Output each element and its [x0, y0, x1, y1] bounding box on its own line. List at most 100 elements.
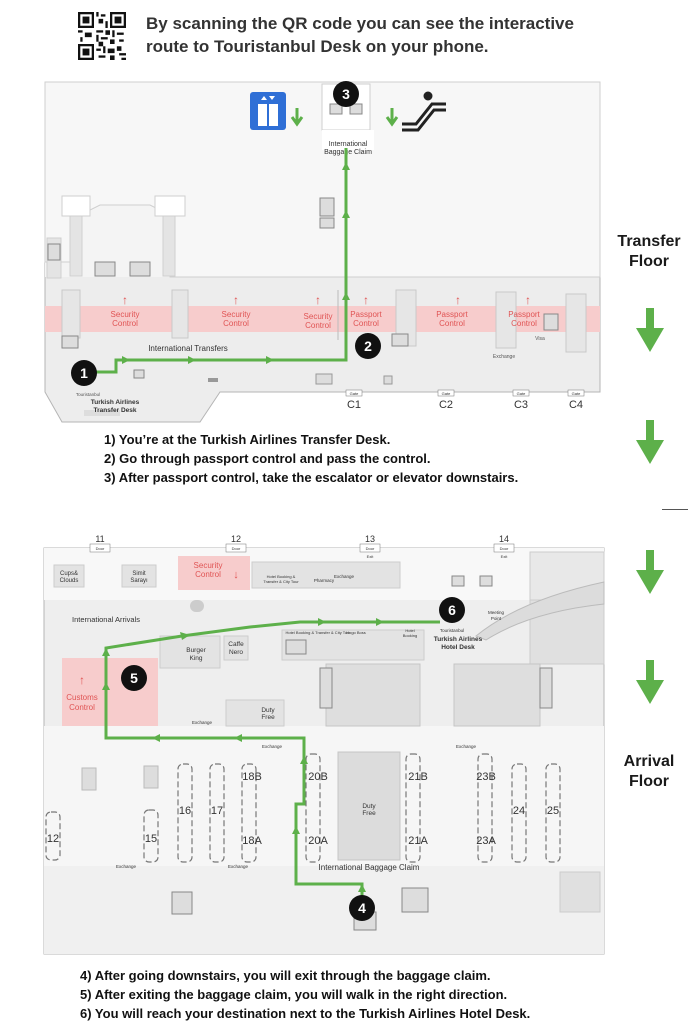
step-4: 4) After going downstairs, you will exit…	[80, 968, 491, 983]
carousel-18a: 18A	[242, 835, 262, 847]
baggage-claim-label-b: Baggage Claim	[324, 149, 372, 156]
step-5: 5) After exiting the baggage claim, you …	[80, 987, 508, 1002]
transfer-desk-label-b: Transfer Desk	[94, 407, 137, 414]
security-label-3b: Control	[305, 321, 331, 330]
door-14-exit: Exit	[501, 554, 509, 559]
exchange-label-1: Exchange	[192, 720, 213, 725]
touristanbul-small-label: Touristanbul	[76, 392, 100, 397]
large-down-arrow-icon-3	[636, 550, 664, 594]
transfer-desk-label: Turkish Airlines	[91, 399, 140, 406]
down-arrow-icon	[290, 108, 304, 127]
door-13: 13	[365, 534, 375, 544]
arrival-floor-label: Arrival Floor	[604, 752, 688, 792]
arrival-floor-label-2: Floor	[629, 773, 669, 790]
carousel-20a: 20A	[308, 835, 328, 847]
carousel-18b: 18B	[242, 771, 262, 783]
hotel-booking-3-label-b: Booking	[403, 633, 417, 638]
cups-clouds-label: Cups&	[60, 571, 78, 577]
gate-c1-word: Gate	[350, 391, 359, 396]
door-14: 14	[499, 534, 509, 544]
passport-label-3b: Control	[511, 319, 537, 328]
intro-line-1: By scanning the QR code you can see the …	[146, 14, 574, 33]
simit-label: Simit	[132, 571, 146, 577]
transfer-floor-map: ↑ Security Control ↑ Security Control ↑ …	[44, 81, 601, 423]
international-arrivals-label: International Arrivals	[72, 615, 140, 624]
carousel-25: 25	[547, 805, 559, 817]
large-down-arrow-icon-4	[636, 660, 664, 704]
svg-text:6: 6	[448, 602, 456, 618]
carousel-12: 12	[47, 833, 59, 845]
security-label-1: Security	[111, 310, 140, 319]
gate-c2: C2	[439, 399, 453, 411]
carousel-21b: 21B	[408, 771, 428, 783]
hotel-booking-2-label: Hotel Booking & Transfer & City Tour	[285, 630, 351, 635]
carousel-17: 17	[211, 805, 223, 817]
arrival-exchange-top: Exchange	[334, 574, 355, 579]
exchange-label-3: Exchange	[456, 744, 477, 749]
transfer-floor-label-2: Floor	[629, 253, 669, 270]
carousel-15: 15	[145, 833, 157, 845]
route-arrival	[104, 620, 440, 900]
door-11: 11	[95, 534, 104, 544]
baggage-claim-label: International	[329, 141, 368, 148]
hugo-label: Hugo Boss	[346, 630, 366, 635]
hotel-booking-3-label: Hotel	[405, 628, 414, 633]
door-14-word: Door	[500, 546, 509, 551]
passport-label-1: Passport	[350, 310, 382, 319]
steps-bottom: 4) After going downstairs, you will exit…	[80, 966, 530, 1023]
carousel-20b: 20B	[308, 771, 328, 783]
transfer-floor-label-1: Transfer	[617, 233, 681, 250]
duty-free-label: Duty	[362, 803, 376, 810]
step-2: 2) Go through passport control and pass …	[104, 451, 431, 466]
svg-text:↑: ↑	[363, 293, 369, 307]
qr-code-icon[interactable]	[78, 12, 126, 60]
customs-label-b: Control	[69, 703, 95, 712]
gate-c3: C3	[514, 399, 528, 411]
carousel-23a: 23A	[476, 835, 496, 847]
door-12-word: Door	[232, 546, 241, 551]
arrival-floor-map: 11 Door 12 Door 13 Door Exit 14 Door Exi…	[43, 534, 605, 955]
duty-free-small-label-b: Free	[261, 714, 275, 721]
passport-label-2b: Control	[439, 319, 465, 328]
svg-text:↑: ↑	[122, 293, 128, 307]
elevator-icon	[250, 92, 286, 130]
international-transfers-label: International Transfers	[148, 344, 228, 353]
burger-king-label-b: King	[189, 655, 202, 662]
security-label-1b: Control	[112, 319, 138, 328]
gate-c4: C4	[569, 399, 583, 411]
large-down-arrow-icon-2	[636, 420, 664, 464]
touristanbul-label: Touristanbul	[440, 628, 464, 633]
transfer-floor-label: Transfer Floor	[604, 232, 688, 272]
arrival-security-label: Security	[194, 561, 223, 570]
gate-c1: C1	[347, 399, 361, 411]
visa-label: Visa	[535, 336, 545, 342]
door-11-word: Door	[96, 546, 105, 551]
svg-text:↑: ↑	[79, 673, 85, 687]
passport-label-2: Passport	[436, 310, 468, 319]
gate-c3-word: Gate	[517, 391, 526, 396]
carousel-24: 24	[513, 805, 525, 817]
large-down-arrow-icon-1	[636, 308, 664, 352]
exchange-label-4: Exchange	[116, 864, 137, 869]
international-baggage-claim-label: International Baggage Claim	[319, 863, 420, 872]
svg-text:↑: ↑	[233, 293, 239, 307]
step-6: 6) You will reach your destination next …	[80, 1006, 531, 1021]
svg-text:↓: ↓	[233, 569, 239, 581]
steps-top: 1) You’re at the Turkish Airlines Transf…	[104, 430, 518, 487]
door-13-exit: Exit	[367, 554, 375, 559]
hotel-desk-label-b: Hotel Desk	[441, 644, 475, 651]
marker-6: 6	[439, 597, 465, 623]
meeting-point-label: Meeting	[488, 610, 505, 615]
step-3: 3) After passport control, take the esca…	[104, 470, 519, 485]
arrival-floor-label-1: Arrival	[623, 753, 675, 770]
svg-text:2: 2	[364, 338, 372, 354]
marker-5: 5	[121, 665, 147, 691]
security-label-2: Security	[222, 310, 251, 319]
hotel-booking-label-b: Transfer & City Tour	[263, 579, 299, 584]
route-transfer	[96, 148, 348, 374]
simit-label-b: Sarayı	[130, 578, 148, 584]
svg-text:↑: ↑	[455, 293, 461, 307]
intro-line-2: route to Touristanbul Desk on your phone…	[146, 37, 489, 56]
carousel-21a: 21A	[408, 835, 428, 847]
meeting-point-label-b: Point	[491, 616, 502, 621]
